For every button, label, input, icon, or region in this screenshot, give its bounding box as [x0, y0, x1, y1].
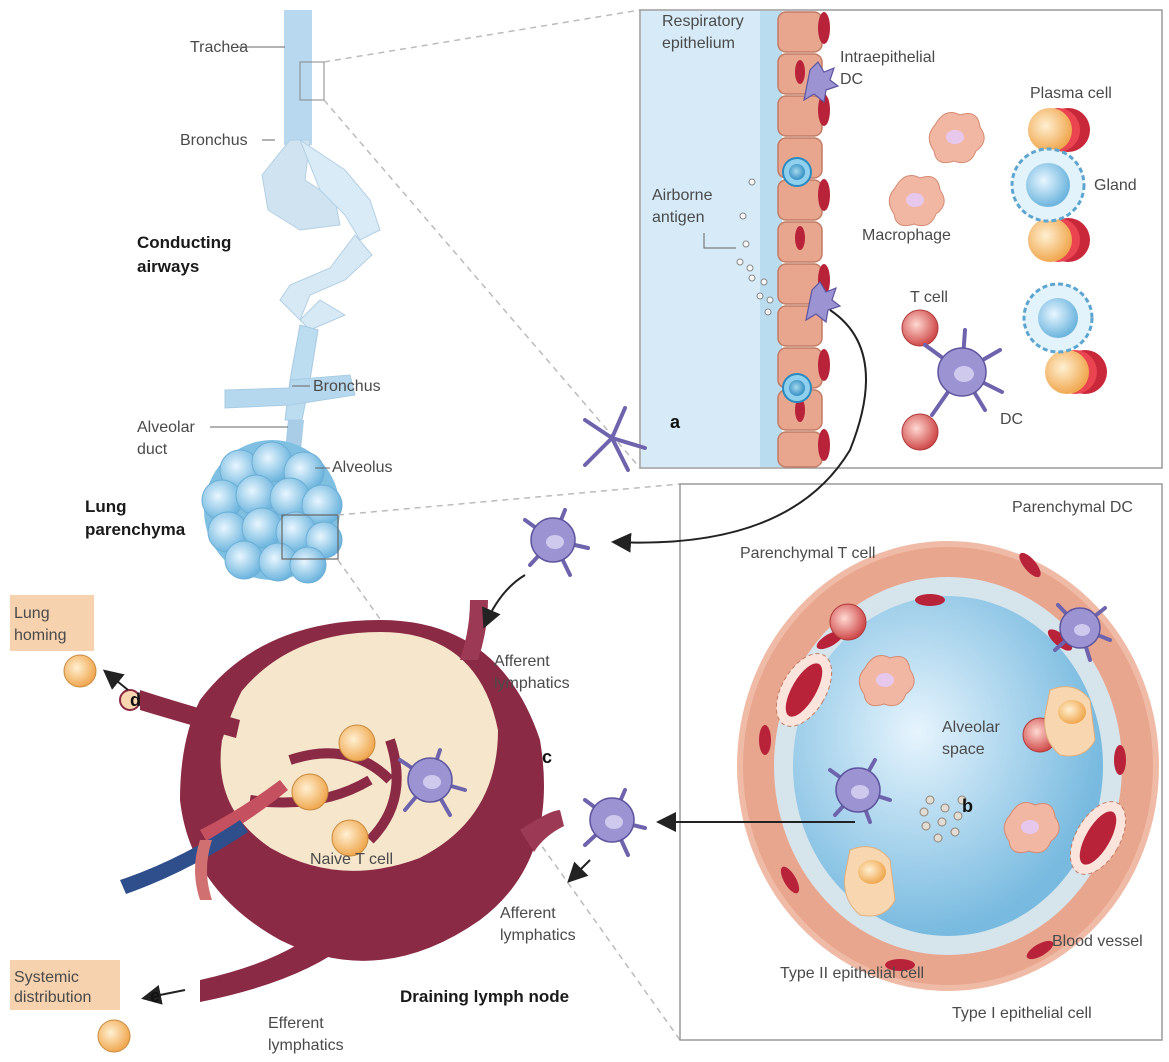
- label-respiratory-1: Respiratory: [662, 13, 744, 30]
- label-airborne-2: antigen: [652, 209, 705, 226]
- label-systemic-2: distribution: [14, 989, 91, 1006]
- label-t-cell: T cell: [910, 289, 948, 306]
- label-intraepithelial-2: DC: [840, 71, 863, 88]
- label-parenchymal-dc: Parenchymal DC: [1012, 499, 1133, 516]
- label-afferent-top-1: Afferent: [494, 653, 550, 670]
- migrating-dc-c: [585, 790, 645, 855]
- label-efferent-2: lymphatics: [268, 1037, 344, 1054]
- label-lung-homing-1: Lung: [14, 605, 50, 622]
- label-alveolar-space-2: space: [942, 741, 985, 758]
- label-alveolar-duct-1: Alveolar: [137, 419, 195, 436]
- label-efferent-1: Efferent: [268, 1015, 324, 1032]
- label-afferent-bottom-2: lymphatics: [500, 927, 576, 944]
- label-parenchymal-t-cell: Parenchymal T cell: [740, 545, 875, 562]
- label-lung-homing-2: homing: [14, 627, 66, 644]
- label-airborne-1: Airborne: [652, 187, 713, 204]
- label-type1: Type I epithelial cell: [952, 1005, 1092, 1022]
- label-alveolar-duct-2: duct: [137, 441, 168, 458]
- label-macrophage: Macrophage: [862, 227, 951, 244]
- label-intraepithelial-1: Intraepithelial: [840, 49, 935, 66]
- panel-b: [680, 484, 1162, 1040]
- label-afferent-top-2: lymphatics: [494, 675, 570, 692]
- panel-label-b: b: [962, 796, 973, 816]
- panel-label-c: c: [542, 747, 552, 767]
- panel-label-e: e: [150, 986, 160, 1006]
- label-bronchus-upper: Bronchus: [180, 132, 248, 149]
- migrating-dc-mid: [585, 408, 645, 470]
- label-draining-lymph-node: Draining lymph node: [400, 987, 569, 1006]
- label-afferent-bottom-1: Afferent: [500, 905, 556, 922]
- label-alveolus: Alveolus: [332, 459, 392, 476]
- label-naive-t-cell: Naive T cell: [310, 851, 393, 868]
- label-conducting-1: Conducting: [137, 233, 231, 252]
- label-respiratory-2: epithelium: [662, 35, 735, 52]
- label-alveolar-space-1: Alveolar: [942, 719, 1000, 736]
- panel-label-a: a: [670, 412, 681, 432]
- panel-label-d: d: [130, 690, 141, 710]
- systemic-t-cell: [98, 1020, 130, 1052]
- label-dc: DC: [1000, 411, 1023, 428]
- label-plasma-cell: Plasma cell: [1030, 85, 1112, 102]
- homing-t-cell: [64, 655, 96, 687]
- label-lung-parenchyma-1: Lung: [85, 497, 127, 516]
- label-bronchus-lower: Bronchus: [313, 378, 381, 395]
- label-systemic-1: Systemic: [14, 969, 79, 986]
- label-conducting-2: airways: [137, 257, 199, 276]
- label-gland: Gland: [1094, 177, 1137, 194]
- label-lung-parenchyma-2: parenchyma: [85, 520, 186, 539]
- alveoli-cluster: [202, 440, 342, 583]
- label-blood-vessel: Blood vessel: [1052, 933, 1143, 950]
- label-type2: Type II epithelial cell: [780, 965, 924, 982]
- migrating-dc-top: [525, 510, 588, 575]
